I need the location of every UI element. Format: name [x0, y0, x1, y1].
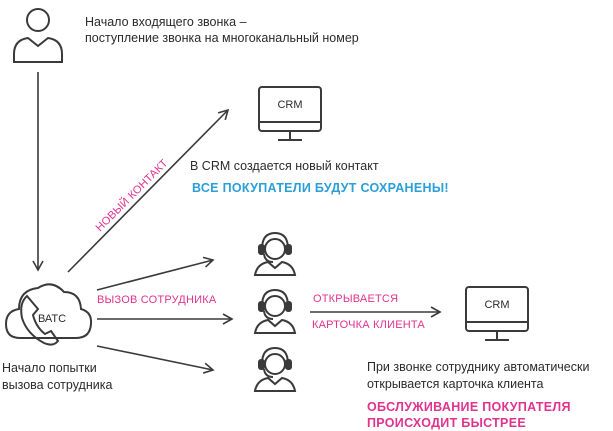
arrow-vats-to-crm-top [67, 108, 230, 273]
headset-operator-icon [253, 346, 297, 392]
vats-caption-line2: вызова сотрудника [2, 378, 112, 392]
cloud-phone-icon [4, 283, 93, 346]
headset-operator-icon [253, 231, 297, 276]
crm-bottom-screen-label: CRM [484, 299, 509, 311]
headset-operator-icon [253, 288, 297, 334]
call-employee-label: ВЫЗОВ СОТРУДНИКА [97, 294, 217, 306]
vats-caption-line1: Начало попытки [2, 361, 97, 375]
crm-top-highlight: ВСЕ ПОКУПАТЕЛИ БУДУТ СОХРАНЕНЫ! [192, 181, 449, 195]
new-contact-label: НОВЫЙ КОНТАКТ [93, 156, 171, 234]
caller-caption-line1: Начало входящего звонка – [85, 15, 247, 29]
arrow-vats-to-operator-1 [96, 256, 215, 291]
client-card-label: КАРТОЧКА КЛИЕНТА [312, 319, 425, 331]
caller-caption-line2: поступление звонка на многоканальный ном… [85, 31, 359, 45]
monitor-icon [465, 286, 529, 341]
vats-label: ВАТС [38, 313, 66, 325]
crm-bottom-highlight-line1: ОБСЛУЖИВАНИЕ ПОКУПАТЕЛЯ [367, 400, 571, 414]
crm-top-screen-label: CRM [277, 99, 302, 111]
arrow-vats-to-operator-3 [96, 345, 215, 374]
crm-top-caption: В CRM создается новый контакт [190, 159, 379, 173]
opens-label: ОТКРЫВАЕТСЯ [313, 293, 398, 305]
crm-bottom-caption-line1: При звонке сотруднику автоматически [367, 360, 589, 374]
person-icon [13, 8, 63, 63]
crm-bottom-caption-line2: открывается карточка клиента [367, 377, 544, 391]
crm-bottom-highlight-line2: ПРОИСХОДИТ БЫСТРЕЕ [367, 416, 526, 430]
monitor-icon [258, 86, 322, 141]
